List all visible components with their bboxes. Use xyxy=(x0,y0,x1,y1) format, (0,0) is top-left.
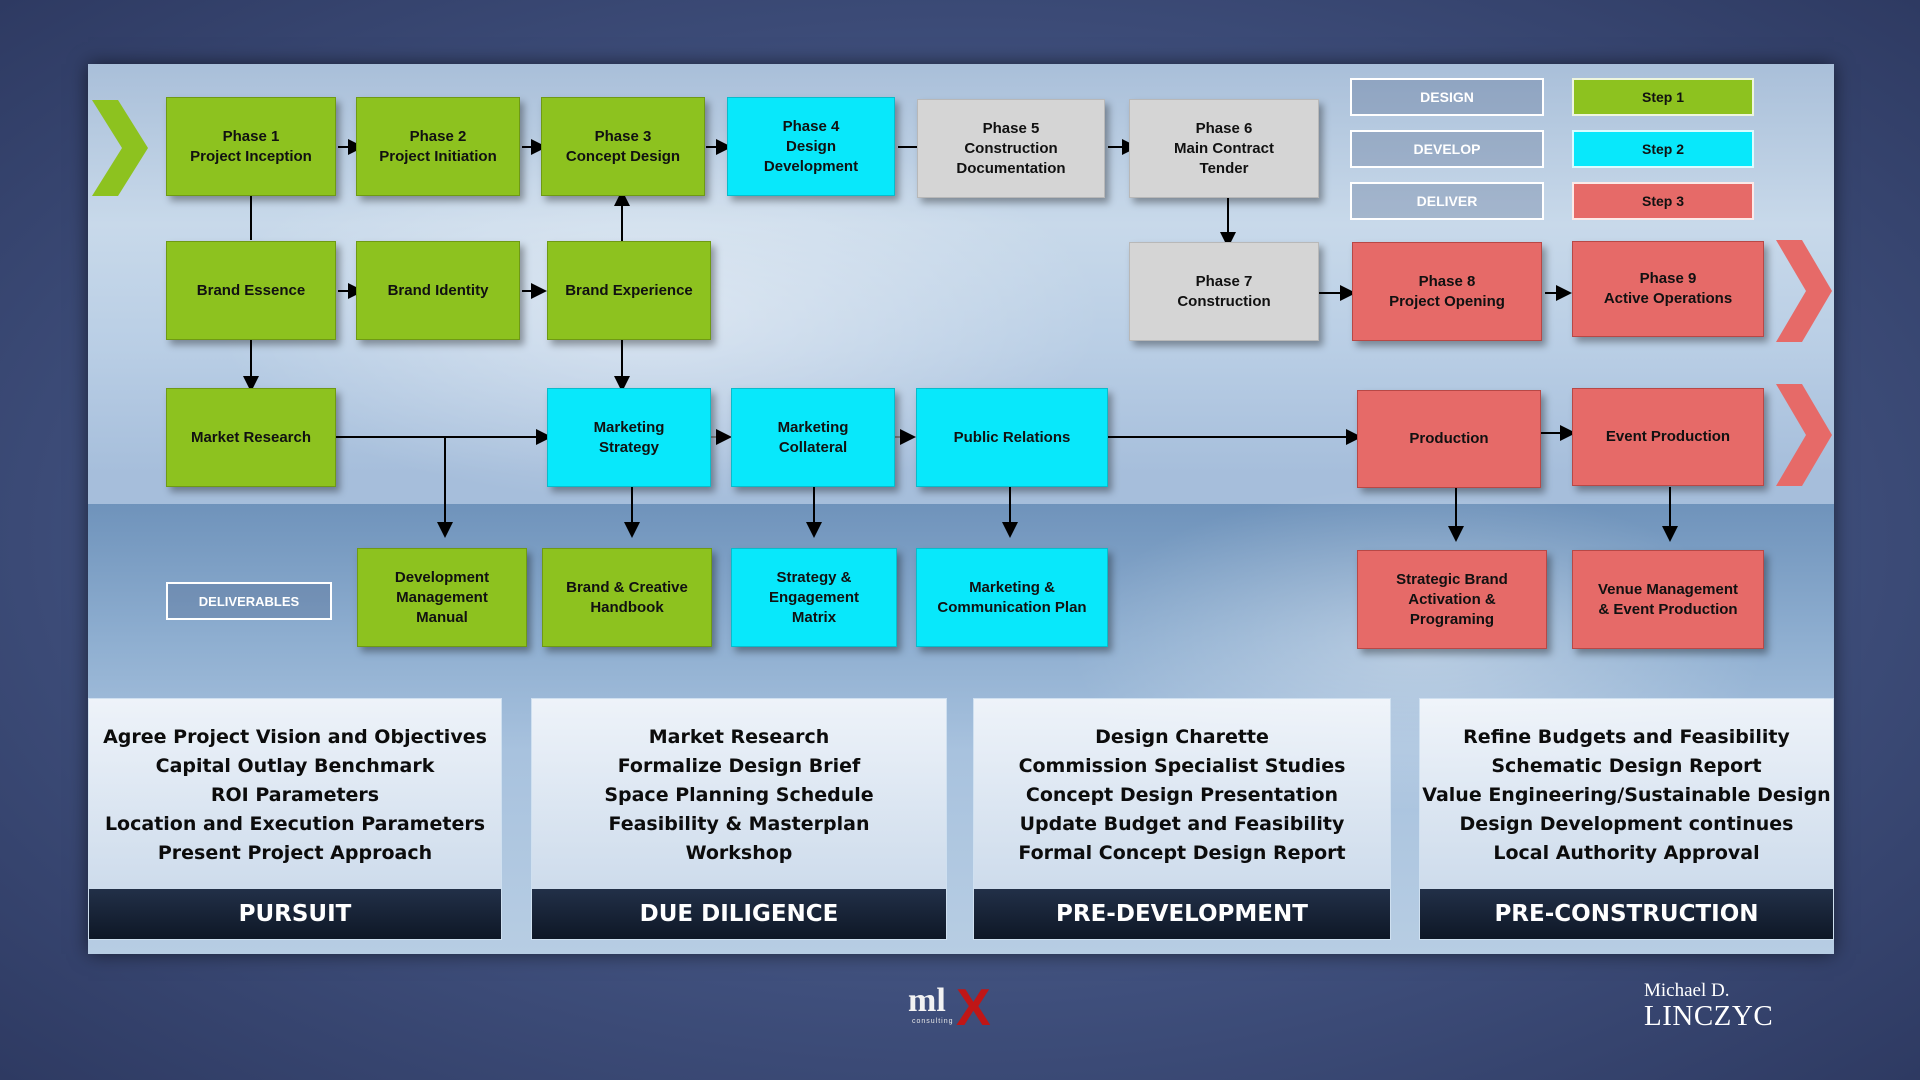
stage-item: Present Project Approach xyxy=(157,841,433,864)
legend-design: DESIGN xyxy=(1350,78,1544,116)
logo-x-mark: X xyxy=(956,979,991,1037)
phase-2-box: Phase 2 Project Initiation xyxy=(356,97,520,196)
stage-item: Update Budget and Feasibility xyxy=(1019,812,1345,835)
stage-title: DUE DILIGENCE xyxy=(532,889,946,939)
marketing-strategy-box: Marketing Strategy xyxy=(547,388,711,487)
brand-essence-box: Brand Essence xyxy=(166,241,336,340)
legend-deliver: DELIVER xyxy=(1350,182,1544,220)
stage-pre-construction: Refine Budgets and Feasibility Schematic… xyxy=(1419,698,1834,940)
logo-ml-text: ml xyxy=(908,982,946,1019)
stage-pre-development: Design Charette Commission Specialist St… xyxy=(973,698,1391,940)
stage-item: Capital Outlay Benchmark xyxy=(155,754,435,777)
stage-item: Workshop xyxy=(685,841,793,864)
production-box: Production xyxy=(1357,390,1541,488)
stage-item: Commission Specialist Studies xyxy=(1018,754,1346,777)
stage-item: Formal Concept Design Report xyxy=(1018,841,1346,864)
stage-item: Value Engineering/Sustainable Design xyxy=(1422,783,1831,806)
phase-1-box: Phase 1 Project Inception xyxy=(166,97,336,196)
phase-5-box: Phase 5 Construction Documentation xyxy=(917,99,1105,198)
legend-step-2: Step 2 xyxy=(1572,130,1754,168)
author-last-name: LINCZYC xyxy=(1644,1000,1774,1032)
phase-7-box: Phase 7 Construction xyxy=(1129,242,1319,341)
deliverables-label: DELIVERABLES xyxy=(166,582,332,620)
phase-6-box: Phase 6 Main Contract Tender xyxy=(1129,99,1319,198)
brand-identity-box: Brand Identity xyxy=(356,241,520,340)
public-relations-box: Public Relations xyxy=(916,388,1108,487)
author-signature: Michael D. LINCZYC xyxy=(1644,980,1773,1033)
stage-title: PURSUIT xyxy=(89,889,501,939)
brand-handbook-box: Brand & Creative Handbook xyxy=(542,548,712,647)
dev-manual-box: Development Management Manual xyxy=(357,548,527,647)
stage-title: PRE-DEVELOPMENT xyxy=(974,889,1390,939)
market-research-box: Market Research xyxy=(166,388,336,487)
stage-item: Market Research xyxy=(648,725,830,748)
marketing-collateral-box: Marketing Collateral xyxy=(731,388,895,487)
brand-activation-box: Strategic Brand Activation & Programing xyxy=(1357,550,1547,649)
stage-item: Agree Project Vision and Objectives xyxy=(103,725,487,748)
legend-step-1: Step 1 xyxy=(1572,78,1754,116)
stage-item: Location and Execution Parameters xyxy=(104,812,486,835)
stage-item: Refine Budgets and Feasibility xyxy=(1463,725,1790,748)
phase-3-box: Phase 3 Concept Design xyxy=(541,97,705,196)
stage-item: Formalize Design Brief xyxy=(617,754,861,777)
phase-9-box: Phase 9 Active Operations xyxy=(1572,241,1764,337)
stage-item: Design Development continues xyxy=(1459,812,1794,835)
stage-item: Concept Design Presentation xyxy=(1025,783,1339,806)
stage-title: PRE-CONSTRUCTION xyxy=(1420,889,1833,939)
chevron-design-icon xyxy=(92,100,148,196)
stage-item: ROI Parameters xyxy=(210,783,380,806)
author-first-name: Michael D. xyxy=(1644,980,1730,1001)
stage-item: Feasibility & Masterplan xyxy=(608,812,870,835)
strategy-matrix-box: Strategy & Engagement Matrix xyxy=(731,548,897,647)
chevron-step3-bottom-icon xyxy=(1776,384,1832,486)
legend-develop: DEVELOP xyxy=(1350,130,1544,168)
stage-pursuit: Agree Project Vision and Objectives Capi… xyxy=(88,698,502,940)
stage-due-diligence: Market Research Formalize Design Brief S… xyxy=(531,698,947,940)
logo-consulting-text: consulting xyxy=(912,1018,954,1025)
stage-item: Design Charette xyxy=(1095,725,1269,748)
legend-step-3: Step 3 xyxy=(1572,182,1754,220)
stage-item: Local Authority Approval xyxy=(1493,841,1760,864)
mlx-logo: ml consulting X xyxy=(908,979,1008,1042)
phase-8-box: Phase 8 Project Opening xyxy=(1352,242,1542,341)
chevron-step3-top-icon xyxy=(1776,240,1832,342)
communication-plan-box: Marketing & Communication Plan xyxy=(916,548,1108,647)
stage-item: Space Planning Schedule xyxy=(604,783,874,806)
venue-management-box: Venue Management & Event Production xyxy=(1572,550,1764,649)
phase-4-box: Phase 4 Design Development xyxy=(727,97,895,196)
event-production-box: Event Production xyxy=(1572,388,1764,486)
brand-experience-box: Brand Experience xyxy=(547,241,711,340)
stage-item: Schematic Design Report xyxy=(1491,754,1762,777)
